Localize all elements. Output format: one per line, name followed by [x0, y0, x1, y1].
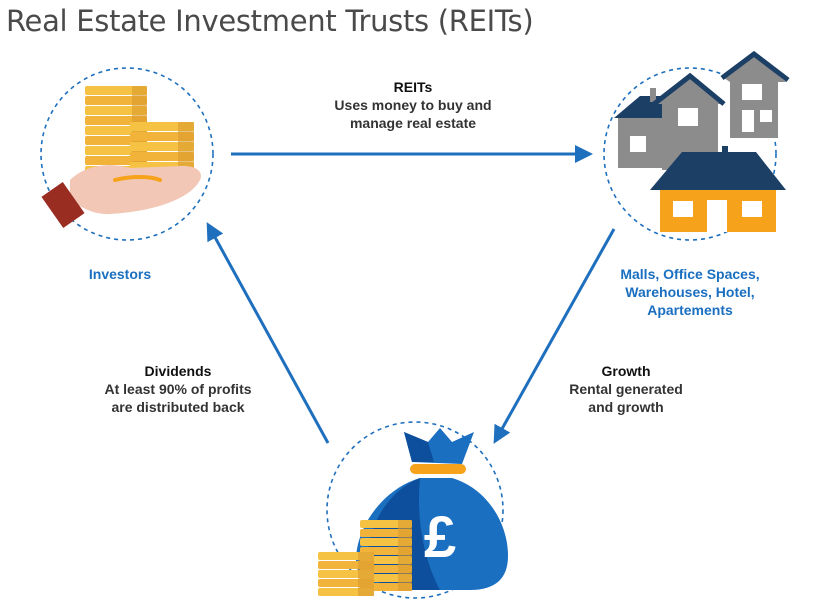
growth-flow-label: Growth Rental generated and growth	[548, 362, 704, 416]
reits-flow-label: REITs Uses money to buy and manage real …	[300, 78, 526, 132]
investors-label: Investors	[88, 266, 152, 282]
growth-heading: Growth	[601, 363, 651, 379]
properties-line-3: Apartements	[647, 302, 733, 318]
currency-symbol: £	[424, 505, 456, 570]
properties-line-1: Malls, Office Spaces,	[620, 266, 760, 282]
money-circle	[326, 421, 504, 599]
investors-circle	[40, 67, 214, 241]
dividends-flow-label: Dividends At least 90% of profits are di…	[80, 362, 276, 416]
growth-arrow	[493, 228, 616, 444]
coins-in-hand-icon	[41, 86, 202, 229]
houses-icon	[614, 50, 790, 232]
reits-heading: REITs	[393, 79, 433, 95]
properties-line-2: Warehouses, Hotel,	[625, 284, 755, 300]
dividends-line-1: At least 90% of profits	[104, 381, 252, 397]
dividends-arrow	[206, 222, 330, 444]
reits-line-2: manage real estate	[349, 115, 477, 131]
growth-line-2: and growth	[588, 399, 664, 415]
reits-line-1: Uses money to buy and	[334, 97, 492, 113]
properties-label: Malls, Office Spaces, Warehouses, Hotel,…	[600, 265, 780, 319]
properties-circle	[603, 67, 777, 241]
page-title: Real Estate Investment Trusts (REITs)	[6, 4, 534, 38]
dividends-heading: Dividends	[144, 363, 212, 379]
coin-stack-icon	[318, 520, 412, 596]
growth-line-1: Rental generated	[569, 381, 683, 397]
dividends-line-2: are distributed back	[111, 399, 245, 415]
